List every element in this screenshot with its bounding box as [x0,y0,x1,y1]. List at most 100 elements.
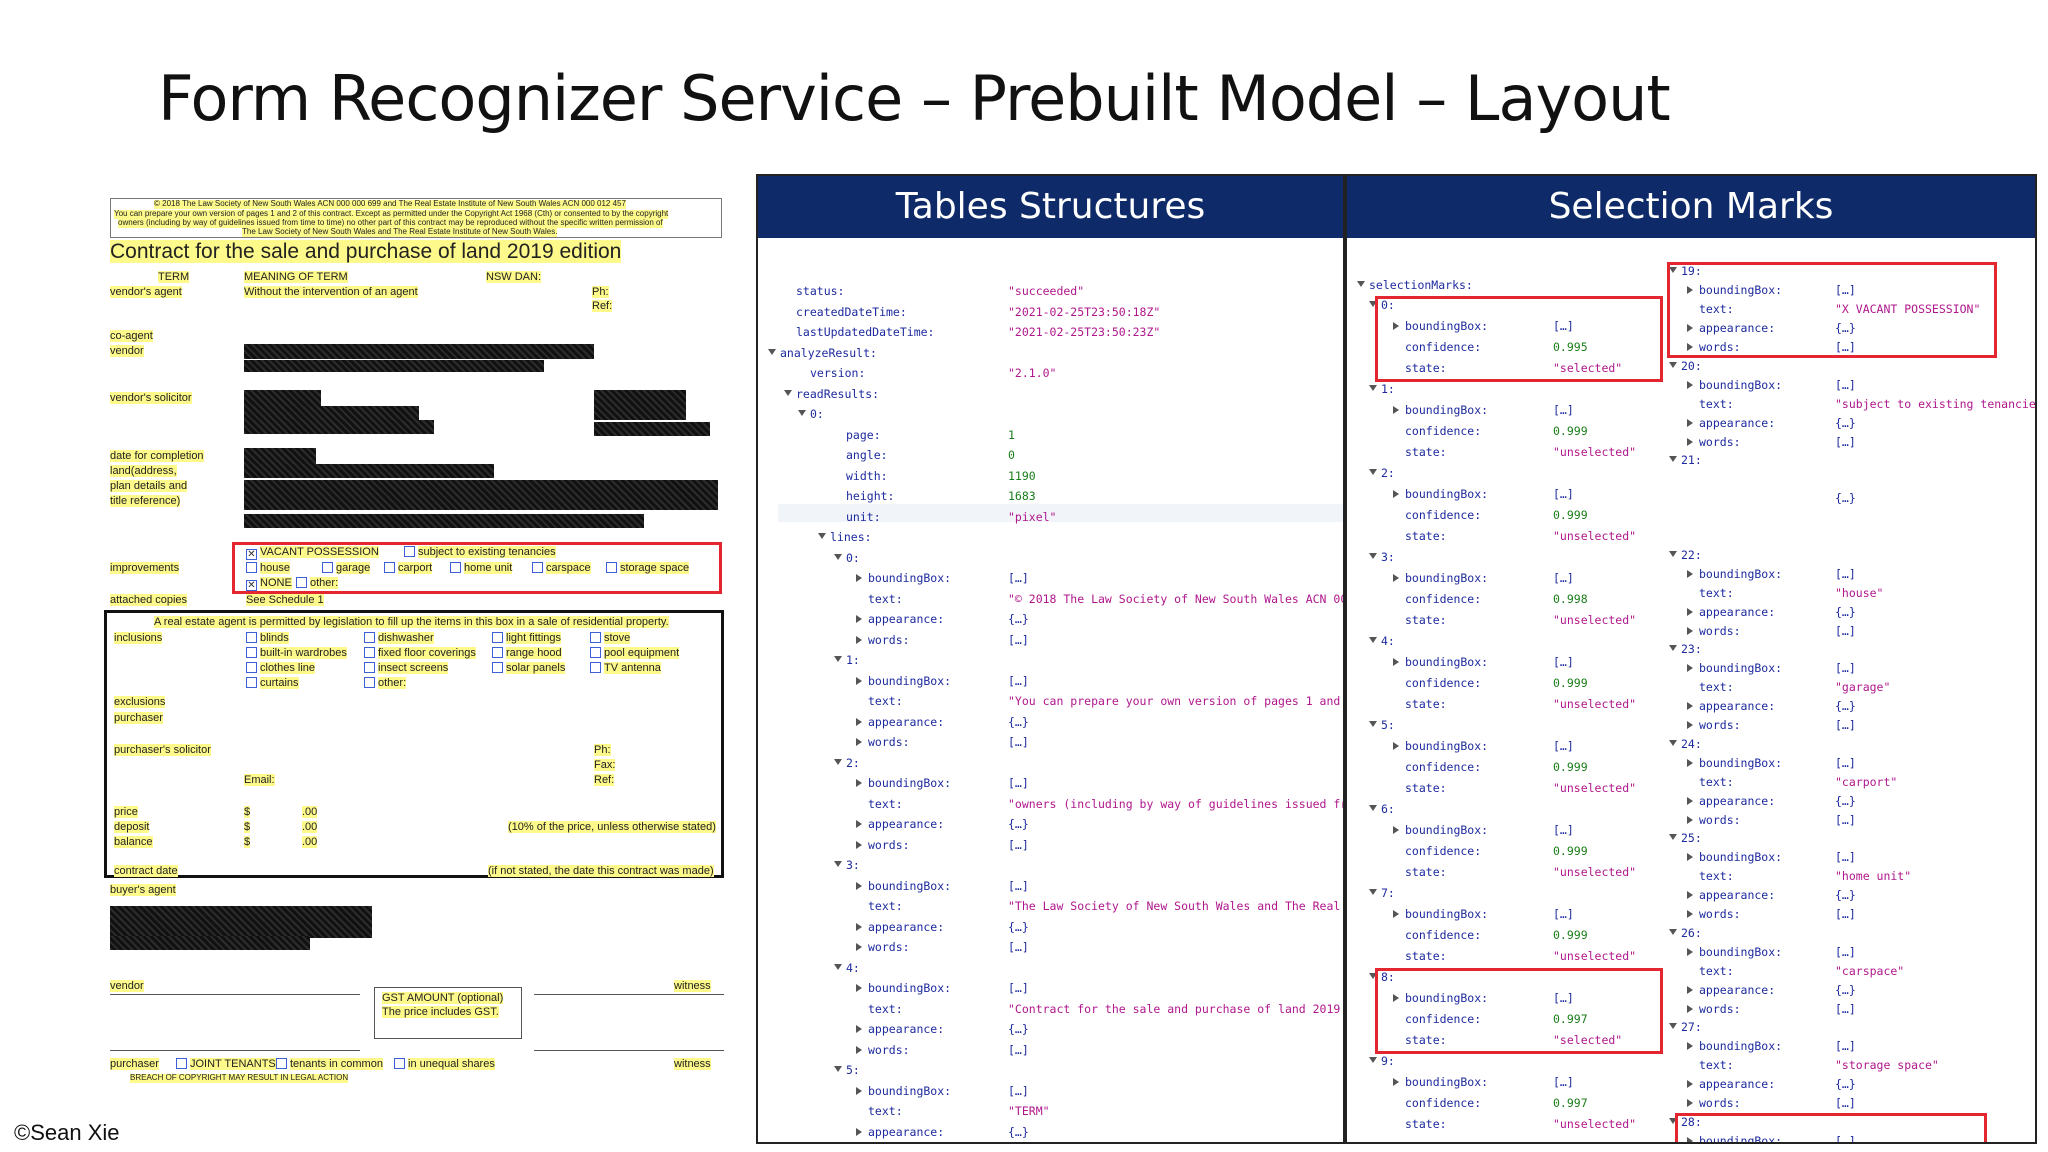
expand-arrow-icon[interactable] [1687,721,1693,729]
expand-arrow-icon[interactable] [856,1127,862,1136]
collapse-arrow-icon[interactable] [1669,1117,1677,1124]
expand-arrow-icon[interactable] [1393,322,1399,330]
checkbox-icon[interactable] [246,677,257,688]
collapse-arrow-icon[interactable] [1369,805,1377,811]
collapse-arrow-icon[interactable] [1669,739,1677,746]
collapse-arrow-icon[interactable] [834,656,842,662]
collapse-arrow-icon[interactable] [1669,550,1677,557]
expand-arrow-icon[interactable] [1687,626,1693,635]
expand-arrow-icon[interactable] [1687,324,1693,332]
collapse-arrow-icon[interactable] [1669,361,1677,368]
expand-arrow-icon[interactable] [856,779,862,787]
expand-arrow-icon[interactable] [856,881,862,890]
expand-arrow-icon[interactable] [1687,853,1693,861]
checkbox-icon[interactable] [532,562,543,573]
expand-arrow-icon[interactable] [1687,343,1693,351]
expand-arrow-icon[interactable] [1687,437,1693,446]
expand-arrow-icon[interactable] [856,615,862,623]
checkbox-icon[interactable] [590,662,601,673]
expand-arrow-icon[interactable] [1393,574,1399,582]
expand-arrow-icon[interactable] [856,943,862,951]
collapse-arrow-icon[interactable] [1669,267,1677,273]
collapse-arrow-icon[interactable] [818,533,826,539]
expand-arrow-icon[interactable] [1687,286,1693,294]
expand-arrow-icon[interactable] [856,738,862,746]
checkbox-checked-icon[interactable]: ✕ [246,549,257,560]
collapse-arrow-icon[interactable] [834,861,842,867]
expand-arrow-icon[interactable] [1687,947,1693,956]
expand-arrow-icon[interactable] [1393,406,1399,414]
expand-arrow-icon[interactable] [1687,1099,1693,1107]
expand-arrow-icon[interactable] [1393,658,1399,666]
expand-arrow-icon[interactable] [1393,1078,1399,1086]
expand-arrow-icon[interactable] [856,717,862,726]
expand-arrow-icon[interactable] [1393,994,1399,1002]
collapse-arrow-icon[interactable] [1369,469,1377,475]
expand-arrow-icon[interactable] [856,676,862,685]
expand-arrow-icon[interactable] [1393,910,1399,918]
collapse-arrow-icon[interactable] [1369,553,1377,559]
checkbox-icon[interactable] [384,562,395,573]
collapse-arrow-icon[interactable] [1669,928,1677,935]
checkbox-icon[interactable] [606,562,617,573]
checkbox-icon[interactable] [404,546,415,557]
expand-arrow-icon[interactable] [1687,758,1693,767]
checkbox-icon[interactable] [492,647,503,658]
checkbox-icon[interactable] [246,662,257,673]
checkbox-icon[interactable] [276,1058,287,1069]
collapse-arrow-icon[interactable] [1357,281,1365,287]
checkbox-icon[interactable] [590,632,601,643]
expand-arrow-icon[interactable] [1687,702,1693,710]
checkbox-icon[interactable] [296,577,307,588]
analyze-result-tree[interactable]: status:"succeeded"createdDateTime:"2021-… [758,176,1343,1142]
collapse-arrow-icon[interactable] [1369,385,1377,391]
expand-arrow-icon[interactable] [1687,815,1693,824]
expand-arrow-icon[interactable] [1393,826,1399,834]
checkbox-icon[interactable] [364,677,375,688]
collapse-arrow-icon[interactable] [798,410,806,416]
selection-marks-tree[interactable]: selectionMarks:0:boundingBox:[…]confiden… [1347,176,2035,1142]
checkbox-icon[interactable] [364,632,375,643]
collapse-arrow-icon[interactable] [1369,637,1377,643]
expand-arrow-icon[interactable] [856,1025,862,1033]
expand-arrow-icon[interactable] [856,574,862,582]
expand-arrow-icon[interactable] [1687,1080,1693,1088]
expand-arrow-icon[interactable] [856,635,862,644]
expand-arrow-icon[interactable] [856,922,862,931]
collapse-arrow-icon[interactable] [1369,301,1377,307]
expand-arrow-icon[interactable] [1687,418,1693,427]
collapse-arrow-icon[interactable] [1669,1023,1677,1029]
collapse-arrow-icon[interactable] [1369,721,1377,727]
expand-arrow-icon[interactable] [856,840,862,849]
checkbox-icon[interactable] [246,647,257,658]
checkbox-icon[interactable] [364,662,375,673]
collapse-arrow-icon[interactable] [834,1066,842,1072]
checkbox-icon[interactable] [322,562,333,573]
expand-arrow-icon[interactable] [1687,664,1693,672]
expand-arrow-icon[interactable] [1687,796,1693,805]
collapse-arrow-icon[interactable] [784,389,792,396]
expand-arrow-icon[interactable] [1687,910,1693,918]
checkbox-icon[interactable] [492,632,503,643]
collapse-arrow-icon[interactable] [1669,456,1677,462]
expand-arrow-icon[interactable] [856,1045,862,1054]
checkbox-icon[interactable] [176,1058,187,1069]
expand-arrow-icon[interactable] [856,820,862,828]
checkbox-icon[interactable] [450,562,461,573]
checkbox-icon[interactable] [492,662,503,673]
expand-arrow-icon[interactable] [856,1086,862,1095]
checkbox-icon[interactable] [364,647,375,658]
collapse-arrow-icon[interactable] [1669,834,1677,840]
checkbox-icon[interactable] [394,1058,405,1069]
collapse-arrow-icon[interactable] [834,553,842,560]
collapse-arrow-icon[interactable] [1369,973,1377,979]
collapse-arrow-icon[interactable] [1669,645,1677,651]
collapse-arrow-icon[interactable] [1369,1057,1377,1063]
collapse-arrow-icon[interactable] [1369,889,1377,895]
collapse-arrow-icon[interactable] [834,758,842,765]
expand-arrow-icon[interactable] [1687,380,1693,389]
expand-arrow-icon[interactable] [1687,569,1693,578]
checkbox-checked-icon[interactable]: ✕ [246,580,257,591]
expand-arrow-icon[interactable] [1687,1004,1693,1013]
expand-arrow-icon[interactable] [1687,607,1693,616]
